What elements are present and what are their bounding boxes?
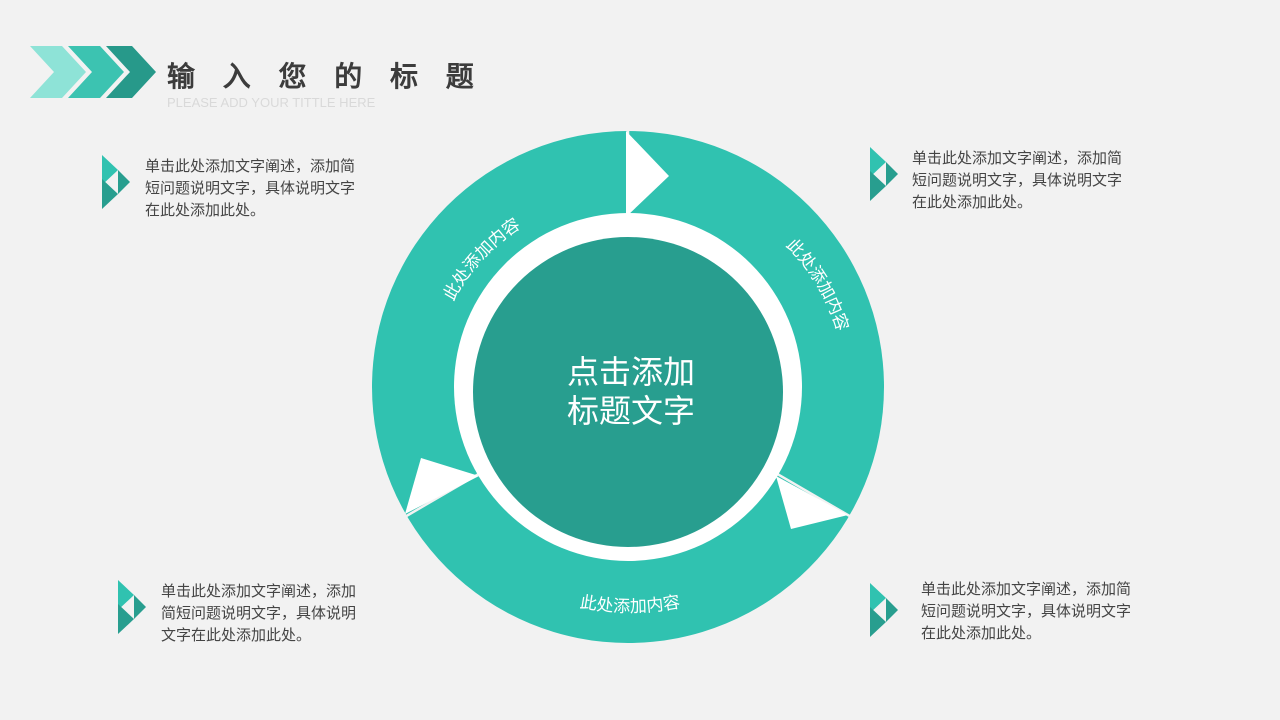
page-subtitle: PLEASE ADD YOUR TITTLE HERE bbox=[167, 95, 376, 110]
text-block-bottom-left: 单击此处添加文字阐述，添加 简短问题说明文字，具体说明 文字在此处添加此处。 bbox=[118, 580, 428, 650]
chevron-light-icon bbox=[30, 46, 86, 98]
block-2-line-3: 在此处添加此处。 bbox=[912, 193, 1033, 211]
page-title: 输 入 您 的 标 题 bbox=[167, 60, 483, 93]
block-2-line-2: 短问题说明文字，具体说明文字 bbox=[912, 171, 1123, 189]
block-1-line-1: 单击此处添加文字阐述，添加简 bbox=[145, 157, 356, 175]
block-1-line-2: 短问题说明文字，具体说明文字 bbox=[145, 179, 356, 197]
center-circle bbox=[473, 237, 783, 547]
text-block-top-right: 单击此处添加文字阐述，添加简 短问题说明文字，具体说明文字 在此处添加此处。 bbox=[870, 147, 1200, 217]
arrow-left-icon bbox=[405, 458, 479, 514]
arrow-top-icon bbox=[626, 131, 669, 217]
chevron-mid-icon bbox=[68, 46, 124, 98]
chevron-dark-icon bbox=[106, 46, 156, 98]
double-triangle-bullet-icon bbox=[102, 155, 130, 209]
double-triangle-bullet-icon bbox=[870, 147, 898, 201]
arrow-right-icon bbox=[776, 476, 848, 529]
text-block-bottom-right: 单击此处添加文字阐述，添加简 短问题说明文字，具体说明文字 在此处添加此处。 bbox=[870, 578, 1200, 648]
header-chevrons-icon bbox=[30, 46, 156, 98]
block-1-line-3: 在此处添加此处。 bbox=[145, 201, 266, 219]
block-3-line-1: 单击此处添加文字阐述，添加 bbox=[161, 582, 357, 600]
center-title-line1: 点击添加 bbox=[567, 353, 695, 391]
block-4-line-1: 单击此处添加文字阐述，添加简 bbox=[921, 580, 1132, 598]
block-3-line-2: 简短问题说明文字，具体说明 bbox=[161, 604, 357, 622]
block-2-line-1: 单击此处添加文字阐述，添加简 bbox=[912, 149, 1123, 167]
double-triangle-bullet-icon bbox=[118, 580, 146, 634]
block-4-line-2: 短问题说明文字，具体说明文字 bbox=[921, 602, 1132, 620]
double-triangle-bullet-icon bbox=[870, 583, 898, 637]
block-3-line-3: 文字在此处添加此处。 bbox=[161, 626, 312, 644]
block-4-line-3: 在此处添加此处。 bbox=[921, 624, 1042, 642]
center-title-line2: 标题文字 bbox=[567, 392, 695, 430]
text-block-top-left: 单击此处添加文字阐述，添加简 短问题说明文字，具体说明文字 在此处添加此处。 bbox=[102, 155, 422, 225]
